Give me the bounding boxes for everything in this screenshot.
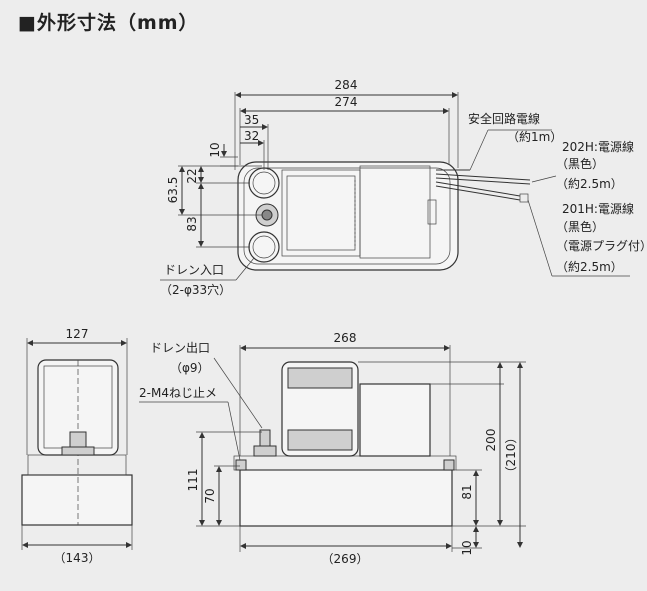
label-drain-outlet: ドレン出口 <box>150 341 210 355</box>
dim-35: 35 <box>244 113 259 127</box>
label-safety-circuit: 安全回路電線 <box>468 111 540 126</box>
screw-left <box>235 459 247 471</box>
cable-201h <box>435 181 521 197</box>
dim-32: 32 <box>244 129 259 143</box>
front-base <box>239 469 453 527</box>
label-202h: 202H:電源線 <box>562 139 634 154</box>
dim-10-top: 10 <box>208 142 222 157</box>
top-body-inner <box>243 167 451 265</box>
label-screw: 2-M4ねじ止メ <box>139 386 217 400</box>
front-flange <box>233 455 457 471</box>
dim-81: 81 <box>460 484 474 499</box>
dim-274: 274 <box>335 95 358 109</box>
dim-10-bottom: 10 <box>460 540 474 555</box>
page-title: ■外形寸法（mm） <box>18 12 199 34</box>
label-drain-inlet-spec: （2-φ33穴） <box>160 282 231 297</box>
label-drain-inlet: ドレン入口 <box>164 263 224 277</box>
dim-284: 284 <box>335 78 358 92</box>
label-201h-plug: （電源プラグ付） <box>556 239 647 253</box>
side-view: 127 （143） <box>21 327 133 565</box>
label-202h-len: （約2.5m） <box>556 176 623 191</box>
dim-143: （143） <box>54 551 101 565</box>
label-safety-circuit-len: （約1m） <box>507 129 562 144</box>
dim-22: 22 <box>185 168 199 183</box>
drain-inlet-lower <box>248 231 280 263</box>
cable-202h <box>435 173 531 181</box>
front-drain-outlet <box>259 429 271 449</box>
drain-inlet-upper <box>248 167 280 199</box>
side-base <box>21 474 133 526</box>
top-body-outline <box>237 161 459 271</box>
top-tank-block <box>359 165 431 259</box>
label-201h-len: （約2.5m） <box>556 259 623 274</box>
side-flange <box>27 454 127 476</box>
dim-268: 268 <box>334 331 357 345</box>
dim-269: （269） <box>322 552 369 566</box>
side-drain-outlet <box>69 431 87 449</box>
top-view: 284 274 35 32 10 63.5 22 83 安全回路電線 （約1m） <box>160 78 647 297</box>
dim-200: 200 <box>484 429 498 452</box>
label-201h-color: （黒色） <box>556 220 604 234</box>
dim-63-5: 63.5 <box>166 177 180 204</box>
label-drain-outlet-spec: （φ9） <box>170 361 210 375</box>
dim-111: 111 <box>186 469 200 492</box>
label-202h-color: （黒色） <box>556 157 604 171</box>
front-view: 268 （269） 111 70 200 （210） 81 10 ドレン出口 （… <box>139 331 526 566</box>
dim-70: 70 <box>203 488 217 503</box>
screw-right <box>443 459 455 471</box>
plug-icon <box>519 193 529 203</box>
dim-210: （210） <box>504 432 518 479</box>
top-connector <box>427 199 437 225</box>
dim-127: 127 <box>66 327 89 341</box>
front-tank <box>359 383 431 457</box>
label-201h: 201H:電源線 <box>562 201 634 216</box>
dim-83: 83 <box>185 216 199 231</box>
